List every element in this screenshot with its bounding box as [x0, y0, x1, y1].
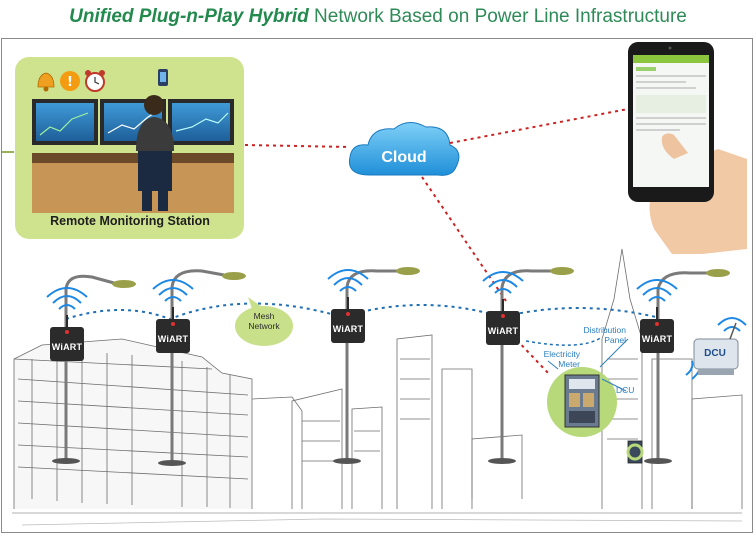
page-title: Unified Plug-n-Play Hybrid Network Based…	[0, 6, 756, 28]
center-buildings	[291, 334, 523, 509]
distribution-panel	[626, 440, 644, 464]
mesh-label-line2: Network	[248, 321, 280, 331]
wiart-node-2	[156, 307, 190, 353]
diagram-frame: !	[1, 38, 753, 533]
mesh-label-line1: Mesh	[253, 311, 275, 321]
distribution-line1: Distribution	[583, 325, 626, 335]
dcu-callout: DCU	[616, 385, 635, 395]
meter-line1: Electricity	[543, 349, 580, 359]
dcu-box-label: DCU	[704, 348, 726, 359]
wiart-node-5	[640, 307, 674, 353]
cloud-label: Cloud	[381, 149, 427, 166]
dcu-box	[693, 322, 739, 375]
street-lamp-3	[333, 267, 420, 464]
wiart-label-2: WiART	[157, 334, 189, 344]
wiart-label-4: WiART	[487, 326, 519, 336]
network-diagram: !	[2, 42, 747, 526]
operator	[136, 95, 174, 211]
city-sketch	[12, 248, 743, 526]
remote-station-label: Remote Monitoring Station	[50, 214, 210, 228]
link-station-cloud	[244, 144, 351, 148]
wiart-node-1	[50, 315, 84, 361]
alarm-bell-icon	[37, 72, 55, 92]
alarm-clock-icon	[85, 70, 105, 92]
meter-line2: Meter	[558, 359, 580, 369]
wiart-label-3: WiART	[332, 324, 364, 334]
street-lamp-2	[158, 269, 246, 466]
electricity-meter-zoom	[547, 338, 629, 437]
distribution-line2: Panel	[604, 335, 626, 345]
title-emphasis: Unified Plug-n-Play Hybrid	[69, 6, 309, 27]
smartphone-icon	[158, 69, 168, 86]
svg-text:!: !	[67, 75, 73, 90]
wiart-label-5: WiART	[641, 334, 673, 344]
wiart-node-3	[331, 297, 365, 343]
warning-icon: !	[60, 71, 80, 91]
wiart-node-4	[486, 299, 520, 345]
mesh-network-bubble	[235, 297, 293, 346]
cloud-icon	[348, 122, 460, 176]
smartphone-device	[628, 42, 747, 254]
link-cloud-phone	[449, 108, 629, 144]
left-buildings	[13, 338, 303, 509]
wiart-label-1: WiART	[51, 342, 83, 352]
right-buildings	[601, 248, 743, 509]
desk	[32, 153, 234, 163]
remote-monitoring-station: !	[15, 57, 244, 239]
title-rest: Network Based on Power Line Infrastructu…	[308, 6, 687, 27]
